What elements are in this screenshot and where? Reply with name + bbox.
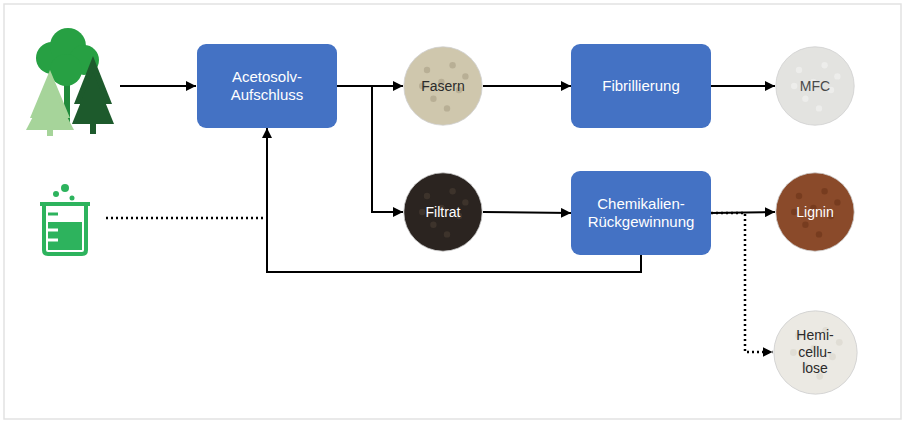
panel-frame: [4, 4, 901, 419]
node-text: Fibrillierung: [585, 77, 697, 95]
flow-arrow: [483, 212, 571, 213]
node-text: Lignin: [796, 204, 833, 221]
node-text: MFC: [800, 78, 830, 95]
node-text: Filtrat: [426, 204, 461, 221]
flow-arrow: [483, 85, 571, 87]
photo-circle: Fasern: [403, 46, 483, 126]
chemicals-dotted-line: [106, 217, 267, 220]
beaker-icon: [40, 184, 90, 254]
process-box: Fibrillierung: [571, 44, 711, 128]
flow-arrow: [711, 213, 773, 352]
node-text: Hemi- cellu- lose: [786, 327, 844, 377]
photo-circle: Hemi- cellu- lose: [773, 310, 858, 395]
photo-circle: Filtrat: [403, 172, 483, 252]
process-box: Chemikalien-Rückgewinnung: [571, 171, 711, 255]
photo-circle: MFC: [775, 46, 855, 126]
trees-icon: [26, 28, 114, 136]
flow-arrow: [711, 85, 775, 87]
node-text: Chemikalien-Rückgewinnung: [585, 195, 697, 231]
process-box: Acetosolv-Aufschluss: [197, 44, 337, 128]
node-text: Acetosolv-Aufschluss: [211, 68, 323, 104]
input-arrow: [120, 85, 196, 87]
flow-arrow: [337, 86, 403, 212]
node-text: Fasern: [421, 78, 465, 95]
photo-circle: Lignin: [775, 172, 855, 252]
